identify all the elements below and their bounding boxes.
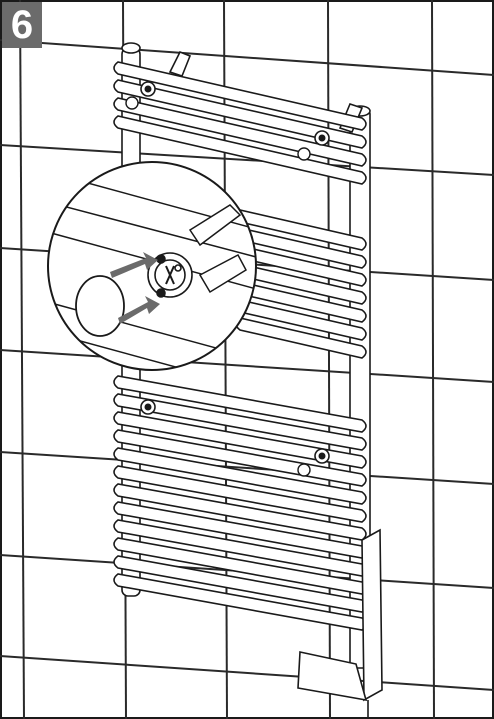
heating-element — [297, 528, 383, 719]
cover-cap — [75, 275, 125, 337]
bracket-detail — [147, 252, 193, 298]
radiator-tubes-lower — [113, 375, 367, 631]
wall-brackets — [125, 81, 330, 477]
magnifier-callout — [47, 161, 257, 371]
step-number-badge: 6 — [2, 2, 42, 48]
radiator-tubes-upper — [113, 61, 367, 359]
direction-arrows — [110, 252, 160, 324]
